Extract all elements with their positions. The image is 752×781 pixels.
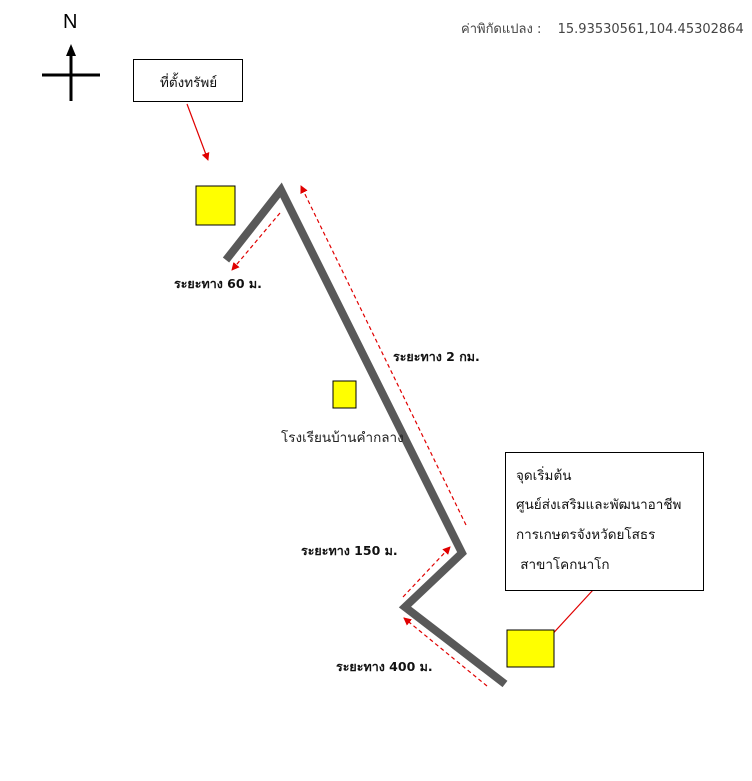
school-marker [332, 380, 357, 409]
property-pointer-arrow [186, 103, 210, 161]
start-callout-line-3: การเกษตรจังหวัดยโสธร [516, 527, 656, 543]
coordinates-value: 15.93530561,104.45302864 [557, 22, 744, 37]
north-arrow-icon [42, 44, 100, 101]
road-route [222, 182, 508, 688]
property-callout-text: ที่ตั้งทรัพย์ [160, 75, 218, 91]
distance-label-150m: ระยะทาง 150 ม. [301, 543, 398, 558]
distance-line-150m [402, 546, 451, 598]
distance-line-400m [403, 617, 488, 687]
property-marker [195, 185, 236, 226]
start-callout-line-1: จุดเริ่มต้น [516, 468, 572, 484]
start-callout-box: จุดเริ่มต้น ศูนย์ส่งเสริมและพัฒนาอาชีพ ก… [505, 452, 704, 591]
distance-label-2km: ระยะทาง 2 กม. [393, 349, 480, 364]
school-label: โรงเรียนบ้านคำกลาง [281, 430, 404, 446]
property-callout-box: ที่ตั้งทรัพย์ [133, 59, 243, 102]
start-pointer-arrow [546, 589, 594, 641]
distance-label-400m: ระยะทาง 400 ม. [336, 659, 433, 674]
distance-label-60m: ระยะทาง 60 ม. [174, 276, 262, 291]
start-callout-line-2: ศูนย์ส่งเสริมและพัฒนาอาชีพ [516, 497, 682, 513]
coordinates-label: ค่าพิกัดแปลง : [461, 22, 542, 37]
coordinates-readout: ค่าพิกัดแปลง : 15.93530561,104.45302864 [461, 18, 744, 39]
start-callout-line-4: สาขาโคกนาโก [516, 557, 610, 573]
distance-line-60m [231, 212, 281, 271]
start-marker [506, 629, 555, 668]
north-label: N [63, 11, 78, 33]
